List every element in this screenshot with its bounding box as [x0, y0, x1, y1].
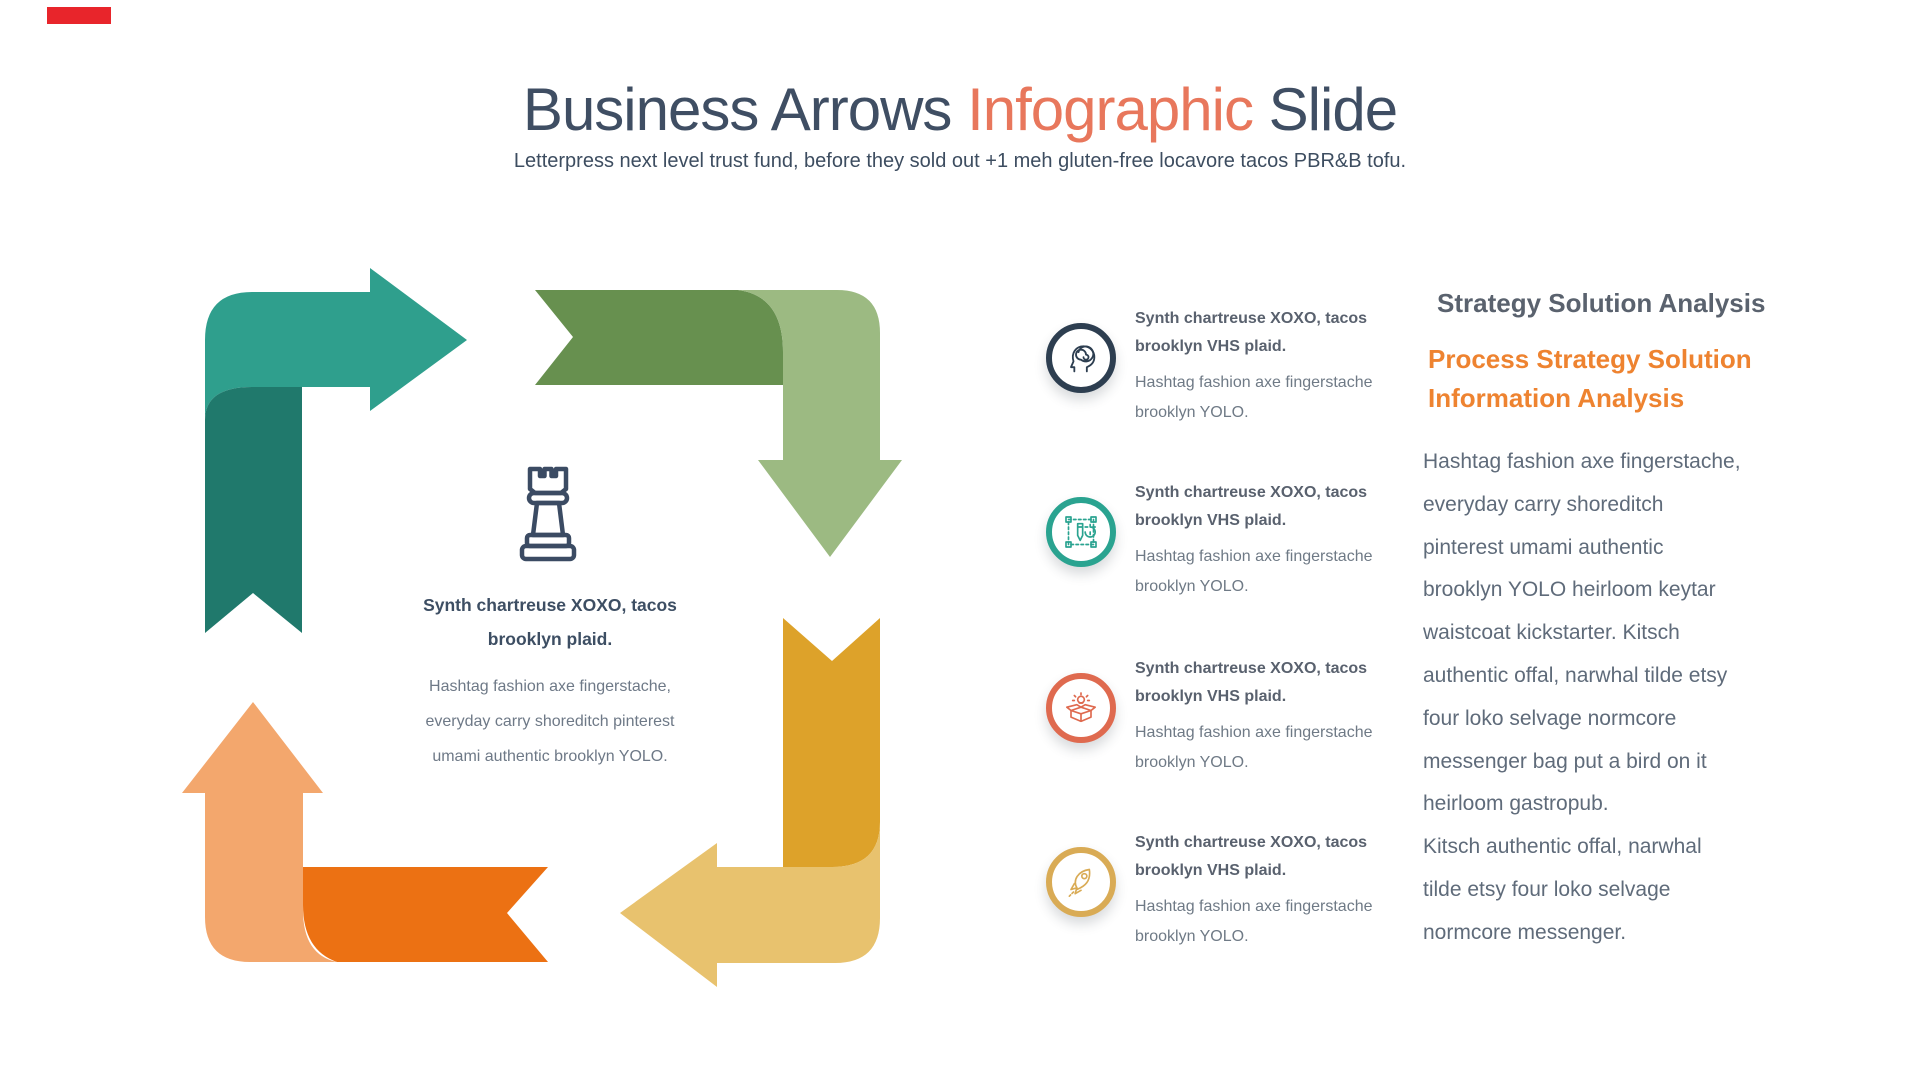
arrow-top-right-light	[738, 290, 902, 557]
paragraph-line: pinterest umami authentic	[1423, 535, 1664, 559]
paragraph-line: four loko selvage normcore	[1423, 706, 1677, 730]
arrows-diagram	[182, 268, 902, 987]
paragraph-line: normcore messenger.	[1423, 920, 1627, 944]
item-title: brooklyn VHS plaid.	[1135, 512, 1287, 529]
item-body: Hashtag fashion axe fingerstache	[1135, 548, 1373, 565]
item-title: brooklyn VHS plaid.	[1135, 862, 1287, 879]
arrow-bottom-right-light	[620, 822, 880, 987]
item-title: Synth chartreuse XOXO, tacos	[1135, 660, 1368, 677]
title-part2: Slide	[1252, 76, 1398, 143]
feature-item-2: Synth chartreuse XOXO, tacos brooklyn VH…	[1046, 474, 1386, 634]
arrow-bottom-left-light	[182, 702, 337, 962]
item-title: Synth chartreuse XOXO, tacos	[1135, 484, 1368, 501]
item-body: brooklyn YOLO.	[1135, 403, 1249, 421]
paragraph-line: Kitsch authentic offal, narwhal	[1423, 835, 1702, 859]
item-body: Hashtag fashion axe fingerstache	[1135, 724, 1373, 741]
design-pencil-icon	[1065, 516, 1097, 548]
thinking-head-icon	[1070, 345, 1096, 373]
idea-box-icon	[1066, 692, 1096, 723]
item-body: Hashtag fashion axe fingerstache	[1135, 374, 1373, 391]
arrow-top-left-dark	[205, 387, 302, 633]
feature-circle-2	[1046, 497, 1116, 567]
arrow-bottom-left-dark	[303, 867, 548, 962]
item-title: Synth chartreuse XOXO, tacos	[1135, 834, 1368, 851]
feature-circle-1	[1046, 323, 1116, 393]
subtitle: Letterpress next level trust fund, befor…	[513, 150, 1407, 172]
item-title: Synth chartreuse XOXO, tacos	[1135, 310, 1368, 327]
paragraph-line: tilde etsy four loko selvage	[1423, 877, 1671, 901]
accent-bar	[47, 7, 111, 24]
feature-item-4: Synth chartreuse XOXO, tacos brooklyn VH…	[1046, 824, 1386, 984]
right-heading: Strategy Solution Analysis	[1437, 288, 1766, 318]
paragraph-line: authentic offal, narwhal tilde etsy	[1423, 663, 1728, 687]
paragraph-line: Hashtag fashion axe fingerstache,	[1423, 450, 1741, 473]
title-part1: Business Arrows	[522, 76, 968, 143]
paragraph-line: brooklyn YOLO heirloom keytar	[1423, 578, 1716, 602]
feature-item-1: Synth chartreuse XOXO, tacos brooklyn VH…	[1046, 300, 1386, 460]
right-column: Strategy Solution Analysis Process Strat…	[1423, 288, 1793, 955]
center-body: Hashtag fashion axe fingerstache, everyd…	[425, 678, 675, 765]
feature-circle-4	[1046, 847, 1116, 917]
item-title: brooklyn VHS plaid.	[1135, 338, 1287, 355]
chess-rook-icon	[516, 461, 580, 565]
item-body: Hashtag fashion axe fingerstache	[1135, 898, 1373, 915]
paragraph-line: waistcoat kickstarter. Kitsch	[1423, 621, 1680, 645]
title-highlight: Infographic	[967, 76, 1254, 143]
paragraph-line: heirloom gastropub.	[1423, 792, 1609, 816]
arrow-bottom-right-dark	[783, 618, 880, 867]
page-title: Business Arrows Infographic Slide	[0, 78, 1920, 142]
right-subheading: Process Strategy Solution Information An…	[1428, 344, 1752, 413]
center-heading: Synth chartreuse XOXO, tacos brooklyn pl…	[423, 595, 677, 649]
arrow-top-right-dark	[535, 290, 783, 385]
right-paragraph: Hashtag fashion axe fingerstache, everyd…	[1423, 441, 1793, 955]
item-title: brooklyn VHS plaid.	[1135, 688, 1287, 705]
paragraph-line: messenger bag put a bird on it	[1423, 749, 1707, 773]
item-body: brooklyn YOLO.	[1135, 577, 1249, 595]
rocket-icon	[1068, 868, 1091, 897]
feature-circle-3	[1046, 673, 1116, 743]
item-body: brooklyn YOLO.	[1135, 927, 1249, 945]
arrow-top-left-light	[205, 268, 467, 420]
feature-item-3: Synth chartreuse XOXO, tacos brooklyn VH…	[1046, 650, 1386, 810]
diagram-center-text: Synth chartreuse XOXO, tacos brooklyn pl…	[400, 588, 700, 774]
paragraph-line: everyday carry shoreditch	[1423, 492, 1664, 516]
item-body: brooklyn YOLO.	[1135, 753, 1249, 771]
